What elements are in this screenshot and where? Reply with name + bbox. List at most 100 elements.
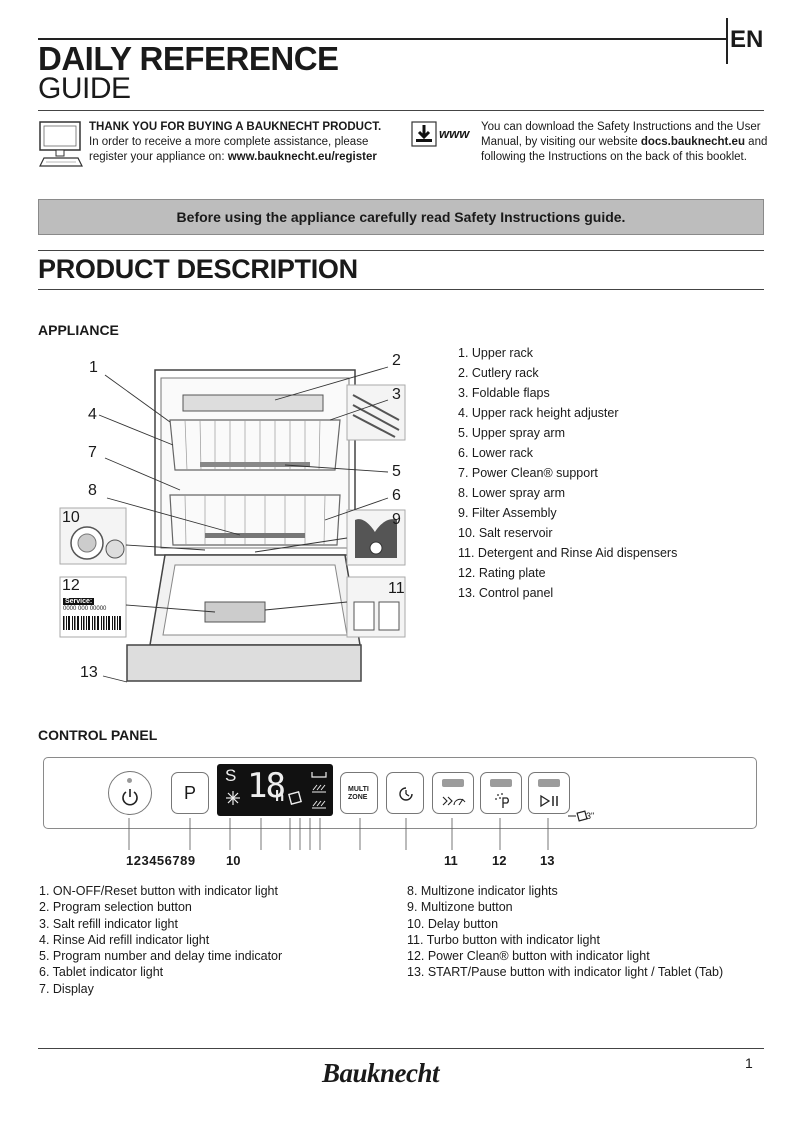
legend-item: 4. Upper rack height adjuster [458,406,619,420]
power-indicator-light [127,778,132,783]
control-panel-illustration: P S 18 h MULTI ZONE [43,757,757,829]
footer-rule [38,1048,764,1049]
intro-download: You can download the Safety Instructions… [481,120,771,165]
callout-10: 10 [226,853,241,868]
rating-plate-service: Service: [63,598,95,605]
control-legend-item: 4. Rinse Aid refill indicator light [39,932,210,947]
legend-item: 10. Salt reservoir [458,526,553,540]
download-line-prefix: Manual, by visiting our website [481,136,641,148]
header-top-rule [38,38,728,40]
display-panel: S 18 h [217,764,333,816]
appliance-legend: 1. Upper rack 2. Cutlery rack 3. Foldabl… [458,343,677,603]
page-number: 1 [745,1055,753,1071]
start-indicator-light [538,779,560,787]
diagram-label-9: 9 [392,511,401,528]
docs-link[interactable]: docs.bauknecht.eu [640,136,745,148]
control-panel-leader-lines [128,818,549,850]
download-line-suffix: and [744,136,768,148]
register-link[interactable]: www.bauknecht.eu/register [227,151,377,163]
dishwasher-diagram [55,340,425,695]
salt-indicator: S [225,766,237,785]
control-legend-item: 10. Delay button [407,916,499,931]
thanks-line-prefix: register your appliance on: [89,151,228,163]
diagram-label-1: 1 [89,359,98,376]
turbo-button [432,772,474,814]
delay-hours-indicator: h [275,788,285,805]
multizone-label-line: MULTI [348,786,369,793]
control-legend-item: 6. Tablet indicator light [39,965,164,980]
diagram-label-11: 11 [388,580,405,597]
callout-13: 13 [540,853,555,868]
section-heading: PRODUCT DESCRIPTION [38,254,358,284]
legend-item: 11. Detergent and Rinse Aid dispensers [458,546,678,560]
diagram-label-6: 6 [392,487,401,504]
clock-icon [399,787,413,801]
download-line: following the Instructions on the back o… [481,151,747,163]
diagram-label-8: 8 [88,482,97,499]
multizone-label: MULTI ZONE [348,786,369,802]
download-line: You can download the Safety Instructions… [481,121,761,133]
legend-item: 3. Foldable flaps [458,386,550,400]
thanks-heading: THANK YOU FOR BUYING A BAUKNECHT PRODUCT… [89,121,382,133]
legend-item: 8. Lower spray arm [458,486,565,500]
callout-1-9: 123456789 [126,853,196,868]
language-code: EN [730,26,764,53]
diagram-label-10: 10 [62,509,80,526]
multizone-label-line: ZONE [348,794,368,801]
header-bottom-rule [38,110,764,111]
section-rule [38,289,764,290]
intro-thanks: THANK YOU FOR BUYING A BAUKNECHT PRODUCT… [89,120,409,165]
legend-item: 13. Control panel [458,586,554,600]
page-subtitle: GUIDE [38,72,131,105]
control-legend-item: 11. Turbo button with indicator light [407,932,600,947]
legend-item: 9. Filter Assembly [458,506,557,520]
legend-item: 1. Upper rack [458,346,534,360]
tablet-icon [288,791,302,805]
computer-icon [38,120,84,175]
control-legend-right: 8. Multizone indicator lights 9. Multizo… [407,883,723,981]
safety-banner: Before using the appliance carefully rea… [38,199,764,235]
control-legend-item: 5. Program number and delay time indicat… [39,949,283,964]
control-legend-left: 1. ON-OFF/Reset button with indicator li… [39,883,282,997]
download-icon [411,121,437,152]
www-label: www [439,126,470,141]
control-legend-item: 3. Salt refill indicator light [39,916,178,931]
multizone-indicator-icons [311,772,327,809]
appliance-heading: APPLIANCE [38,322,119,338]
diagram-label-12: 12 [62,577,80,594]
diagram-label-4: 4 [88,406,97,423]
callout-12: 12 [492,853,507,868]
thanks-line: In order to receive a more complete assi… [89,136,369,148]
diagram-label-5: 5 [392,463,401,480]
legend-item: 7. Power Clean® support [458,466,598,480]
program-button: P [171,772,209,814]
control-legend-item: 13. START/Pause button with indicator li… [407,965,724,980]
play-pause-icon [540,794,558,808]
rinse-aid-icon [226,791,240,805]
multizone-button: MULTI ZONE [340,772,378,814]
legend-item: 6. Lower rack [458,446,534,460]
diagram-label-3: 3 [392,386,401,403]
legend-item: 5. Upper spray arm [458,426,565,440]
control-legend-item: 12. Power Clean® button with indicator l… [407,949,650,964]
control-legend-item: 9. Multizone button [407,900,513,915]
power-clean-indicator-light [490,779,512,787]
power-button [108,771,152,815]
diagram-label-13: 13 [80,664,98,681]
legend-item: 12. Rating plate [458,566,546,580]
program-number-display: 18 [247,766,286,806]
diagram-label-7: 7 [88,444,97,461]
legend-item: 2. Cutlery rack [458,366,539,380]
page-title: DAILY REFERENCE [38,40,339,77]
control-legend-item: 7. Display [39,981,94,996]
tablet-hold-time: 3" [586,811,595,821]
bauknecht-logo: Bauknecht [322,1058,440,1088]
power-icon [122,789,138,806]
diagram-label-2: 2 [392,352,401,369]
control-panel-heading: CONTROL PANEL [38,727,158,743]
power-clean-icon [495,793,509,808]
control-legend-item: 2. Program selection button [39,900,192,915]
callout-11: 11 [444,853,458,868]
control-legend-item: 8. Multizone indicator lights [407,884,558,898]
power-clean-button [480,772,522,814]
